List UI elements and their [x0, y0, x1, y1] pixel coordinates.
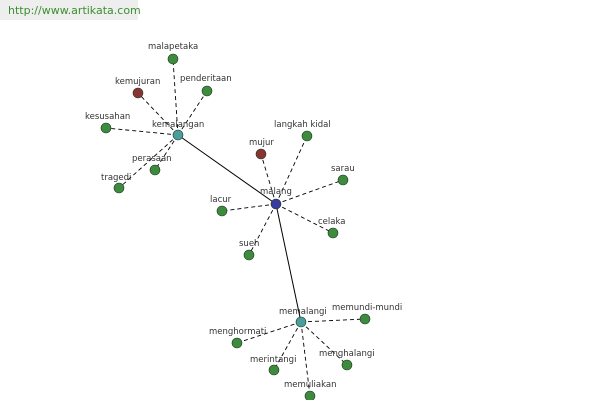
node-label-lacur[interactable]: lacur: [210, 195, 232, 205]
edge-kemalangan-malapetaka: [172, 58, 179, 136]
node-tragedi[interactable]: tragedi: [101, 173, 131, 194]
nodes-layer: malapetaka kemujuran penderitaan kesusahan p…: [85, 42, 402, 400]
node-dot-penderitaan[interactable]: [201, 85, 213, 97]
node-dot-memalangi[interactable]: [295, 316, 307, 328]
edge-kemalangan-kesusahan: [105, 127, 179, 136]
node-memundi-mundi[interactable]: memundi-mundi: [332, 303, 402, 325]
node-malapetaka[interactable]: malapetaka: [148, 42, 198, 65]
node-dot-tragedi[interactable]: [113, 182, 125, 194]
edges-layer: [105, 58, 366, 397]
node-malang[interactable]: malang: [260, 187, 292, 210]
node-kesusahan[interactable]: kesusahan: [85, 112, 130, 134]
node-dot-memuliakan[interactable]: [304, 390, 316, 400]
edge-memalangi-merintangi: [273, 321, 302, 371]
edge-kemalangan-penderitaan: [177, 90, 208, 136]
node-label-celaka[interactable]: celaka: [318, 217, 345, 227]
node-label-sarau[interactable]: sarau: [331, 164, 355, 174]
edge-kemalangan-perasaan: [154, 134, 179, 171]
edge-malang-memalangi: [275, 203, 302, 323]
node-label-memuliakan[interactable]: memuliakan: [284, 380, 336, 390]
node-dot-sueh[interactable]: [243, 249, 255, 261]
node-label-merintangi[interactable]: merintangi: [250, 355, 296, 365]
node-dot-mujur[interactable]: [255, 148, 267, 160]
node-label-memundi-mundi[interactable]: memundi-mundi: [332, 303, 402, 313]
node-label-memalangi[interactable]: memalangi: [279, 307, 327, 317]
node-dot-langkah-kidal[interactable]: [301, 130, 313, 142]
node-menghormati[interactable]: menghormati: [209, 327, 266, 349]
edge-malang-kemalangan: [177, 134, 277, 205]
edge-malang-mujur: [260, 153, 277, 205]
node-perasaan[interactable]: perasaan: [132, 154, 172, 176]
node-label-mujur[interactable]: mujur: [249, 138, 274, 148]
node-dot-malapetaka[interactable]: [167, 53, 179, 65]
node-dot-kemalangan[interactable]: [172, 129, 184, 141]
node-label-sueh[interactable]: sueh: [239, 239, 259, 249]
edge-malang-langkah-kidal: [275, 135, 308, 205]
source-url[interactable]: http://www.artikata.com: [8, 4, 141, 17]
edge-kemalangan-tragedi: [118, 134, 179, 189]
node-dot-kesusahan[interactable]: [100, 122, 112, 134]
node-merintangi[interactable]: merintangi: [250, 355, 296, 376]
node-penderitaan[interactable]: penderitaan: [180, 74, 232, 97]
node-memalangi[interactable]: memalangi: [279, 307, 327, 328]
node-dot-menghalangi[interactable]: [341, 359, 353, 371]
node-mujur[interactable]: mujur: [249, 138, 274, 160]
node-lacur[interactable]: lacur: [210, 195, 232, 217]
node-dot-celaka[interactable]: [327, 227, 339, 239]
node-label-kesusahan[interactable]: kesusahan: [85, 112, 130, 122]
node-label-tragedi[interactable]: tragedi: [101, 173, 131, 183]
node-kemujuran[interactable]: kemujuran: [115, 77, 160, 99]
node-dot-lacur[interactable]: [216, 205, 228, 217]
node-memuliakan[interactable]: memuliakan: [284, 380, 336, 400]
edge-memalangi-menghalangi: [300, 321, 348, 366]
node-dot-memundi-mundi[interactable]: [359, 313, 371, 325]
node-label-langkah-kidal[interactable]: langkah kidal: [274, 120, 331, 130]
edge-malang-sarau: [275, 179, 344, 205]
edge-malang-sueh: [248, 203, 277, 256]
edge-malang-celaka: [275, 203, 334, 234]
node-sueh[interactable]: sueh: [239, 239, 259, 261]
node-dot-kemujuran[interactable]: [132, 87, 144, 99]
node-dot-sarau[interactable]: [337, 174, 349, 186]
edge-memalangi-memuliakan: [300, 321, 311, 397]
node-langkah-kidal[interactable]: langkah kidal: [274, 120, 331, 142]
node-kemalangan[interactable]: kemalangan: [152, 120, 204, 141]
node-label-menghalangi[interactable]: menghalangi: [319, 349, 375, 359]
node-label-perasaan[interactable]: perasaan: [132, 154, 172, 164]
node-menghalangi[interactable]: menghalangi: [319, 349, 375, 371]
node-dot-merintangi[interactable]: [268, 364, 280, 376]
node-label-penderitaan[interactable]: penderitaan: [180, 74, 232, 84]
edge-memalangi-memundi-mundi: [300, 318, 366, 323]
node-sarau[interactable]: sarau: [331, 164, 355, 186]
node-dot-perasaan[interactable]: [149, 164, 161, 176]
node-label-kemalangan[interactable]: kemalangan: [152, 120, 204, 130]
node-celaka[interactable]: celaka: [318, 217, 345, 239]
node-dot-menghormati[interactable]: [231, 337, 243, 349]
edge-memalangi-menghormati: [236, 321, 302, 344]
node-label-menghormati[interactable]: menghormati: [209, 327, 266, 337]
node-label-malapetaka[interactable]: malapetaka: [148, 42, 198, 52]
node-label-malang[interactable]: malang: [260, 187, 292, 197]
node-dot-malang[interactable]: [270, 198, 282, 210]
node-label-kemujuran[interactable]: kemujuran: [115, 77, 160, 87]
edge-kemalangan-kemujuran: [137, 92, 179, 136]
url-banner: http://www.artikata.com: [0, 0, 141, 20]
edge-malang-lacur: [221, 203, 277, 212]
